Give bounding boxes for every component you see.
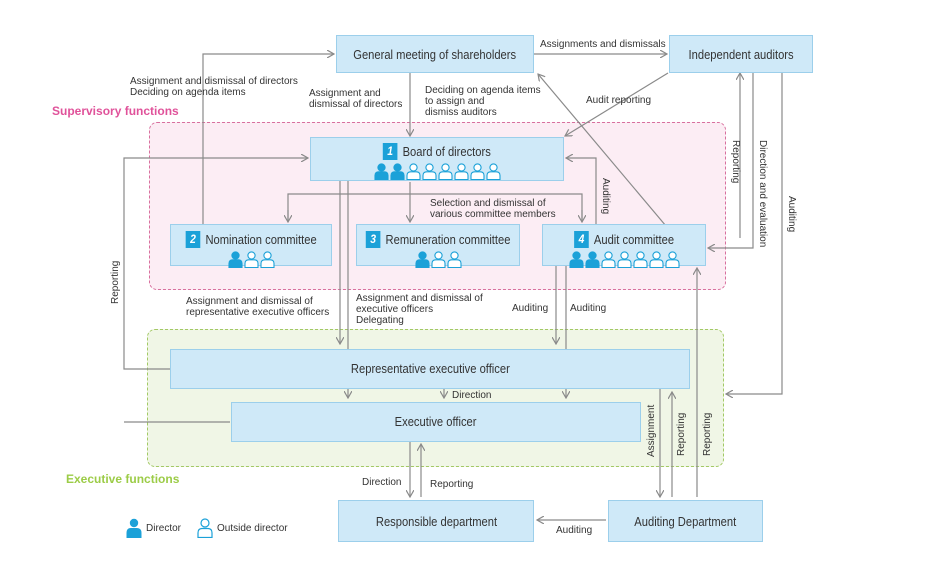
label-audit-reporting: Audit reporting: [586, 95, 652, 106]
label-direction-evaluation: Direction and evaluation: [757, 140, 768, 248]
rep-officer-box: Representative executive officer: [170, 349, 690, 389]
label-assign-dismiss-rep: Assignment and dismissal of representati…: [186, 296, 330, 318]
label-assign-dismiss-directors-top: Assignment and dismissal of directors De…: [130, 76, 298, 98]
responsible-dept-box: Responsible department: [338, 500, 534, 542]
audit-members: [568, 251, 680, 268]
legend-outside-director: Outside director: [217, 522, 288, 534]
outside-director-icon: [430, 251, 446, 268]
outside-director-icon: [453, 163, 469, 180]
outside-director-icon: [405, 163, 421, 180]
label-reporting-vertical-1: Reporting: [676, 412, 687, 456]
legend: Director Outside director: [126, 518, 304, 538]
label-auditing-1: Auditing: [512, 303, 549, 314]
board-members: [373, 163, 501, 180]
label-reporting-bottom: Reporting: [430, 479, 474, 490]
remuneration-number: 3: [365, 231, 381, 248]
outside-director-icon: [600, 251, 616, 268]
director-icon: [126, 518, 142, 538]
director-icon: [373, 163, 389, 180]
director-icon: [584, 251, 600, 268]
director-icon: [414, 251, 430, 268]
outside-director-icon: [616, 251, 632, 268]
remuneration-members: [414, 251, 462, 268]
nomination-number: 2: [185, 231, 201, 248]
general-meeting-box: General meeting of shareholders: [336, 35, 534, 73]
board-label: Board of directors: [402, 144, 492, 159]
director-icon: [227, 251, 243, 268]
supervisory-label: Supervisory functions: [52, 104, 179, 118]
outside-director-icon: [446, 251, 462, 268]
rep-officer-label: Representative executive officer: [350, 361, 510, 376]
label-assignment-vertical: Assignment: [646, 404, 657, 457]
label-reporting-vertical-2: Reporting: [702, 412, 713, 456]
label-deciding-agenda-auditors: Deciding on agenda items to assign and d…: [425, 85, 541, 118]
outside-director-icon: [664, 251, 680, 268]
label-auditing-bottom: Auditing: [556, 525, 593, 536]
exec-officer-label: Executive officer: [395, 414, 477, 429]
nomination-members: [227, 251, 275, 268]
remuneration-box: 3 Remuneration committee: [356, 224, 520, 268]
board-number: 1: [382, 143, 398, 160]
remuneration-label: Remuneration committee: [385, 232, 511, 247]
nomination-label: Nomination committee: [205, 232, 317, 247]
auditing-dept-box: Auditing Department: [608, 500, 763, 542]
responsible-dept-label: Responsible department: [375, 514, 497, 529]
legend-director: Director: [146, 522, 182, 534]
board-box: 1 Board of directors: [310, 137, 564, 181]
outside-director-icon: [469, 163, 485, 180]
label-auditing-far-right: Auditing: [786, 196, 797, 233]
outside-director-icon: [632, 251, 648, 268]
label-auditing-2: Auditing: [570, 303, 607, 314]
outside-director-icon: [243, 251, 259, 268]
exec-officer-box: Executive officer: [231, 402, 641, 442]
audit-label: Audit committee: [593, 232, 674, 247]
outside-director-icon: [197, 518, 213, 538]
outside-director-icon: [437, 163, 453, 180]
outside-director-icon: [259, 251, 275, 268]
label-selection-dismissal: Selection and dismissal of various commi…: [430, 198, 556, 220]
label-auditing-vertical: Auditing: [600, 178, 611, 215]
independent-auditors-box: Independent auditors: [669, 35, 813, 73]
director-icon: [389, 163, 405, 180]
nomination-box: 2 Nomination committee: [170, 224, 332, 268]
executive-label: Executive functions: [66, 472, 180, 486]
audit-number: 4: [574, 231, 589, 248]
outside-director-icon: [648, 251, 664, 268]
outside-director-icon: [421, 163, 437, 180]
label-assignments-dismissals: Assignments and dismissals: [540, 39, 666, 50]
outside-director-icon: [485, 163, 501, 180]
audit-box: 4 Audit committee: [542, 224, 706, 268]
label-reporting-left: Reporting: [110, 260, 121, 304]
independent-auditors-label: Independent auditors: [688, 47, 794, 62]
label-direction-mid: Direction: [452, 390, 492, 401]
director-icon: [568, 251, 584, 268]
auditing-dept-label: Auditing Department: [634, 514, 737, 529]
label-direction-bottom: Direction: [362, 477, 402, 488]
general-meeting-label: General meeting of shareholders: [353, 47, 517, 62]
label-assign-dismiss-directors: Assignment and dismissal of directors: [309, 88, 403, 110]
label-reporting-right: Reporting: [730, 140, 741, 184]
label-assign-dismiss-exec: Assignment and dismissal of executive of…: [356, 293, 483, 326]
